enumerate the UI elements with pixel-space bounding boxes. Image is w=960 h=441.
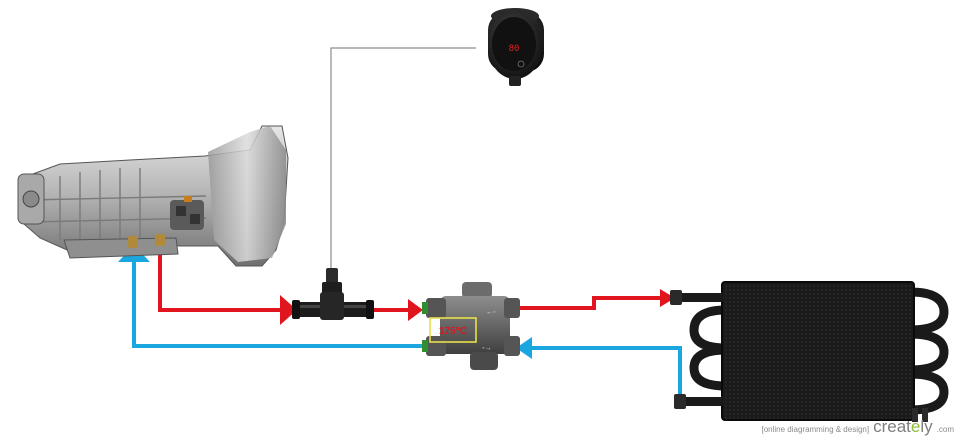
hot-arrow-3 [660, 289, 675, 307]
valve-marking-out: ◦→ [482, 345, 491, 352]
tee-fitting-icon [292, 268, 374, 320]
gauge-reading: 80 [509, 44, 520, 54]
valve-marking-in: ←◦ [486, 309, 495, 316]
gauge-icon: 80 [488, 8, 544, 86]
watermark-tagline: [online diagramming & design] [761, 425, 870, 434]
hot-arrow-1 [280, 295, 297, 325]
watermark-tld: .com [936, 425, 954, 434]
cool-arrow-1 [516, 337, 532, 359]
thermostat-valve-icon: 175°C ←◦ ◦→ [422, 282, 520, 370]
oil-cooler-icon [670, 281, 949, 422]
creately-logo: creately [873, 417, 933, 436]
hot-arrow-2 [408, 299, 423, 321]
sensor-wire [330, 47, 476, 272]
valve-setpoint: 175°C [439, 326, 467, 337]
creately-watermark: [online diagramming & design] creately .… [761, 417, 954, 437]
cool-line [118, 245, 682, 402]
transmission-icon [17, 125, 289, 267]
